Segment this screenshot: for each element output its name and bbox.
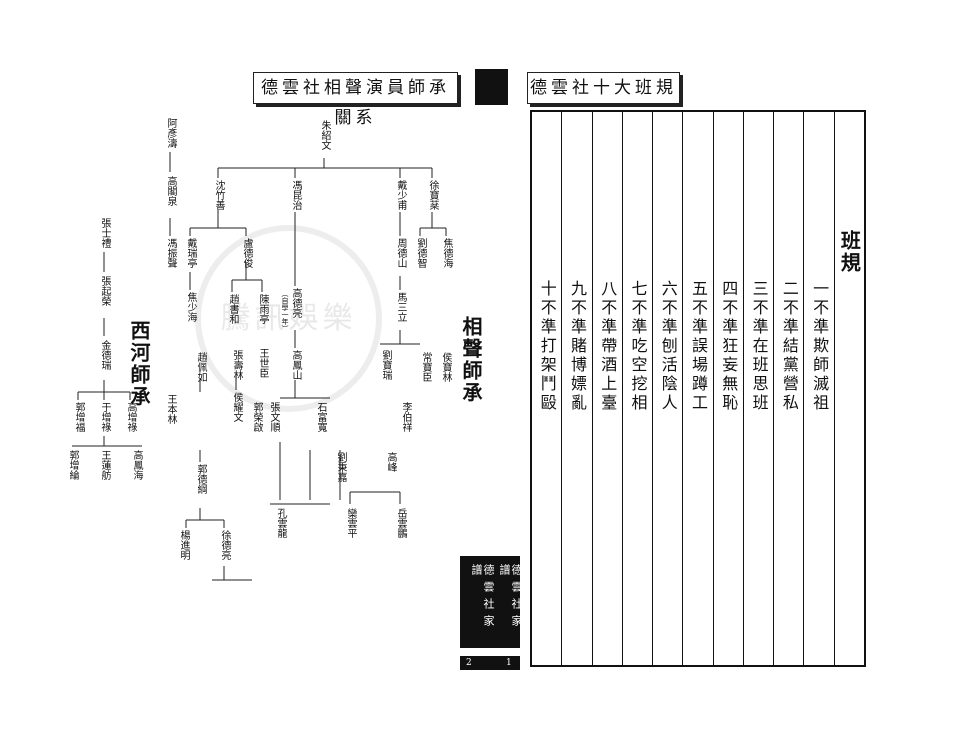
tree-node: 于增祿 <box>99 402 110 432</box>
rule-text: 八不準帶酒上臺 <box>598 280 618 413</box>
tree-node: 欒雲平 <box>345 508 356 538</box>
rule-column: 六不準刨活陰人 <box>652 112 682 665</box>
rule-column: 五不準誤場蹲工 <box>682 112 712 665</box>
stamp-text: 德雲社家譜 <box>498 564 523 632</box>
rule-column: 十不準打架鬥毆 <box>532 112 561 665</box>
page-number-right: 1 <box>506 658 512 668</box>
right-page-title: 德雲社十大班規 <box>527 72 680 104</box>
tree-node: 阿彥濤 <box>165 118 176 148</box>
rules-heading: 班規 <box>837 230 862 274</box>
tree-node: 劉寶瑞 <box>380 350 391 380</box>
stamp-text: 德雲社家譜 <box>470 564 495 632</box>
page-number-bar: 2 1 <box>460 656 520 670</box>
rule-text: 七不準吃空挖相 <box>628 280 648 413</box>
tree-node: 周德山 <box>395 238 406 268</box>
rule-column: 四不準狂妄無恥 <box>712 112 743 665</box>
tree-node: 高鳳海 <box>131 450 142 480</box>
tree-node: 馮振聲 <box>165 238 176 268</box>
tree-node: 石富寬 <box>315 402 326 432</box>
tree-node-gen1: 徐寶棻 <box>427 180 438 210</box>
tree-node-note: （自學一年） <box>281 290 289 332</box>
tree-node: 李伯祥 <box>400 402 411 432</box>
rule-column: 三不準在班思班 <box>742 112 773 665</box>
tree-node: 焦少海 <box>185 292 196 322</box>
rule-column: 二不準結黨營私 <box>773 112 803 665</box>
page-number-left: 2 <box>466 658 472 668</box>
rule-column: 七不準吃空挖相 <box>621 112 652 665</box>
left-page-title: 德雲社相聲演員師承關系 <box>253 72 458 128</box>
tree-node: 王蓮舫 <box>99 450 110 480</box>
tree-node: 陳雨亭 <box>257 294 268 324</box>
spine-stamp: 德雲社家譜 德雲社家譜 <box>460 556 523 648</box>
tree-node: 岳雲鵬 <box>395 508 406 538</box>
rule-column: 九不準賭博嫖亂 <box>561 112 591 665</box>
rule-column: 八不準帶酒上臺 <box>591 112 622 665</box>
tree-node: 金德瑞 <box>99 340 110 370</box>
tree-node-gen1: 戴少甫 <box>395 180 406 210</box>
tree-node: 張壽林 <box>231 350 242 380</box>
tree-node: 趙書和 <box>227 294 238 324</box>
watermark: 騰訊娛樂 <box>195 225 382 412</box>
tree-node-gen1: 馮昆治 <box>290 180 301 210</box>
tree-node: 高峰 <box>385 452 396 472</box>
tree-node: 王世臣 <box>257 348 268 378</box>
center-divider-block <box>475 69 508 105</box>
tree-node: 郭榮啟 <box>251 402 262 432</box>
tree-node: 郭增綸 <box>67 450 78 480</box>
tree-node: 高閣泉 <box>165 176 176 206</box>
tree-node: 常寶臣 <box>420 352 431 382</box>
tree-node-gen1: 沈竹善 <box>213 180 224 210</box>
tree-node: 劉德智 <box>415 238 426 268</box>
rule-text: 四不準狂妄無恥 <box>719 280 739 413</box>
rule-text: 一不準欺師滅祖 <box>810 280 830 413</box>
tree-node: 盧德俊 <box>241 238 252 268</box>
tree-node: 戴瑞亭 <box>185 238 196 268</box>
tree-node: 焦德海 <box>441 238 452 268</box>
tree-node: 張起榮 <box>99 276 110 306</box>
tree-node-root: 朱紹文 <box>319 120 330 150</box>
tree-node: 王本林 <box>165 394 176 424</box>
tree-node: 高鳳山 <box>290 350 301 380</box>
rule-column: 一不準欺師滅祖 <box>803 112 833 665</box>
tree-connector-lines <box>72 152 447 581</box>
tree-node: 張文順 <box>268 402 279 432</box>
tree-node: 孔雲龍 <box>275 508 286 538</box>
rule-text: 九不準賭博嫖亂 <box>567 280 587 413</box>
tree-node: 郭增福 <box>73 402 84 432</box>
tree-node: 馬三立 <box>395 292 406 322</box>
rule-text: 六不準刨活陰人 <box>658 280 678 413</box>
rule-text: 三不準在班思班 <box>749 280 769 413</box>
tree-node: 高增祿 <box>125 402 136 432</box>
rule-text: 五不準誤場蹲工 <box>689 280 709 413</box>
tree-node: 趙佩如 <box>195 352 206 382</box>
rules-heading-column: 班規 <box>833 112 864 665</box>
tree-node: 楊進明 <box>178 530 189 560</box>
lineage-tree: 騰訊娛樂 <box>67 118 483 581</box>
section-label-xihe: 西河師承 <box>127 320 151 408</box>
rules-table: 班規 一不準欺師滅祖 二不準結黨營私 三不準在班思班 四不準狂妄無恥 五不準誤場… <box>530 110 866 667</box>
rule-text: 十不準打架鬥毆 <box>537 280 557 413</box>
tree-node: 侯耀文 <box>231 392 242 422</box>
tree-node: 張士禮 <box>99 218 110 248</box>
section-label-xiangsheng: 相聲師承 <box>459 316 483 404</box>
tree-node: 徐德亮 <box>219 530 230 560</box>
tree-node: 高德亮 <box>290 288 301 318</box>
tree-node: 侯寶林 <box>440 352 451 382</box>
rule-text: 二不準結黨營私 <box>779 280 799 413</box>
tree-node: 劉秉嘉 <box>335 452 346 482</box>
tree-node: 郭德綱 <box>195 464 206 494</box>
